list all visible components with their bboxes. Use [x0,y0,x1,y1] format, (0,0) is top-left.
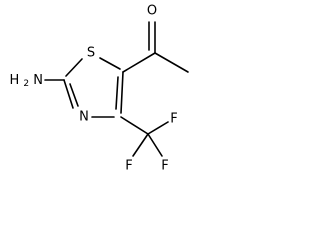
amino-subscript-label: 2 [23,79,29,89]
bond-carbonyl-methyl [154,52,189,73]
oxygen-label: O [147,4,157,19]
bond-c4-c5 [120,71,124,114]
bond-c4-cf3 [120,116,149,135]
bond-c4-c5-inner [115,76,119,110]
fluorine-top-label: F [170,112,177,127]
amino-group-label: H 2 N [9,73,43,92]
bond-s-c5 [99,57,121,70]
bond-cf3-f-top [147,121,169,135]
fluorine-left-label: F [125,159,132,174]
bond-c5-carbonyl [122,52,156,73]
bond-cf3-f-left [132,133,149,157]
molecule-structure-diagram: S N O H 2 N F F F [9,4,189,174]
bond-c2-n3-inner [69,83,79,107]
bond-c2-n3-outer [63,79,74,109]
amino-n-label: N [33,73,43,88]
nitrogen-label: N [79,110,89,125]
sulfur-label: S [87,46,95,61]
bond-s-c2 [65,58,83,77]
fluorine-right-label: F [161,159,168,174]
amino-h-label: H [9,73,19,88]
bond-cf3-f-right [147,133,163,157]
